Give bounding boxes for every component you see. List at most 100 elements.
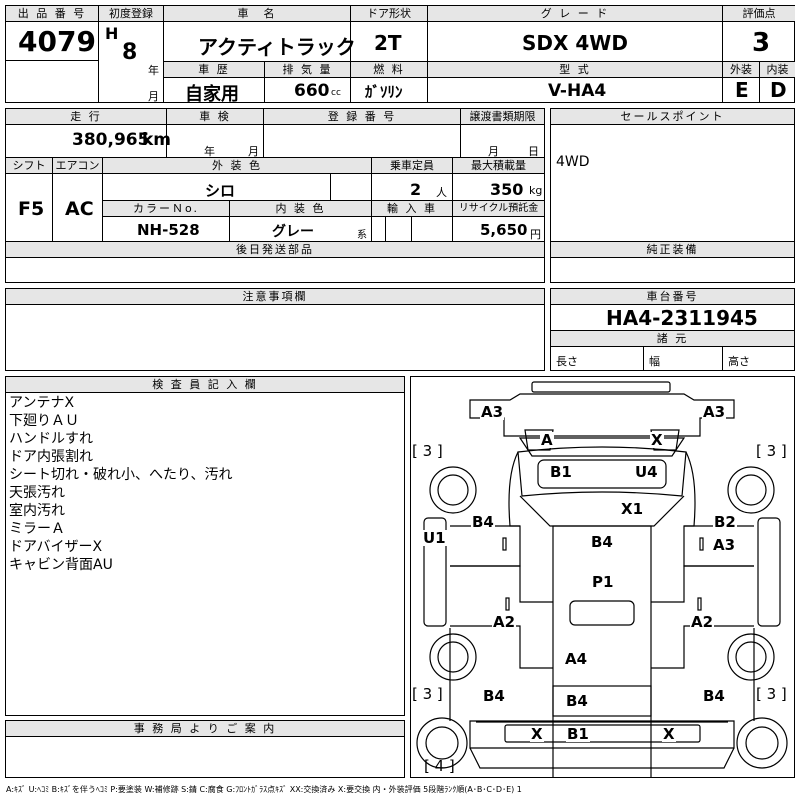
chassis-header: 車台番号 (551, 289, 794, 305)
mileage: 380,965 (72, 130, 150, 150)
import-header: 輸 入 車 (372, 201, 452, 217)
int-color: グレー (272, 224, 314, 240)
load-header: 最大積載量 (453, 158, 544, 174)
damage-marker: B1 (549, 463, 573, 481)
tire-tread: [ 3 ] (412, 442, 443, 460)
length-label: 長さ (556, 355, 578, 368)
inspector-remarks: アンテナX 下廻りＡＵ ハンドルすれ ドア内張割れ シート切れ・破れ小、へたり、… (9, 394, 232, 574)
name-header: 車 名 (164, 6, 350, 22)
damage-marker: A4 (564, 650, 589, 668)
reg-year: 8 (122, 40, 138, 65)
max-load: 350 (490, 180, 524, 199)
load-unit: kg (529, 184, 543, 197)
regno-header: 登 録 番 号 (264, 109, 460, 125)
legend: A:ｷｽﾞ U:ﾍｺﾐ B:ｷｽﾞを伴うﾍｺﾐ P:要塗装 W:補修跡 S:錆 … (6, 785, 522, 794)
inspector-box (5, 376, 405, 716)
header-block (5, 5, 795, 103)
int-color-header: 内 装 色 (230, 201, 371, 217)
first-reg-header: 初度登録 (99, 6, 163, 22)
model-header: 型 式 (428, 62, 722, 78)
recycle-fee: 5,650 (480, 221, 528, 239)
ac-header: エアコン (53, 158, 102, 174)
damage-marker: B1 (566, 725, 590, 743)
score-header: 評価点 (723, 6, 795, 22)
remark-line: ミラーＡ (9, 521, 65, 537)
inspector-header: 検 査 員 記 入 欄 (6, 377, 404, 393)
inspection-header: 車 検 (167, 109, 263, 125)
year-unit: 年 (148, 64, 159, 77)
sales-header: セールスポイント (551, 109, 794, 125)
remark-line: シート切れ・破れ小、へたり、汚れ (9, 467, 233, 483)
month-unit: 月 (148, 90, 159, 103)
caution-box (5, 288, 545, 371)
lot-no: 4079 (18, 25, 96, 58)
history-header: 車 歴 (164, 62, 264, 78)
cc-header: 排 気 量 (265, 62, 350, 78)
displacement: 660 (294, 81, 330, 101)
car-diagram-box (410, 376, 795, 778)
grade: SDX 4WD (522, 31, 628, 55)
mileage-unit: km (142, 130, 172, 150)
damage-marker: X (662, 725, 676, 743)
office-box (5, 720, 405, 778)
era: H (105, 24, 119, 43)
remark-line: 天張汚れ (9, 485, 65, 501)
int-color-unit: 系 (357, 230, 367, 241)
tire-tread: [ 3 ] (756, 685, 787, 703)
damage-marker: A3 (702, 403, 727, 421)
score: 3 (752, 28, 771, 58)
width-label: 幅 (649, 355, 660, 368)
recycle-header: リサイクル預託金 (453, 201, 544, 217)
sales-point-box (550, 108, 795, 283)
damage-marker: U4 (634, 463, 659, 481)
remark-line: ハンドルすれ (9, 431, 93, 447)
damage-marker: A3 (480, 403, 505, 421)
office-header: 事 務 局 よ り ご 案 内 (6, 721, 404, 737)
capacity-header: 乗車定員 (372, 158, 452, 174)
int-rating: D (770, 78, 787, 102)
later-parts-header: 後日発送部品 (6, 242, 544, 258)
ext-rating: E (735, 78, 749, 102)
chassis-box (550, 288, 795, 371)
ext-header: 外装 (723, 62, 759, 78)
recycle-unit: 円 (530, 228, 541, 241)
damage-marker: B4 (471, 513, 495, 531)
damage-marker: B4 (702, 687, 726, 705)
damage-marker: B4 (590, 533, 614, 551)
damage-marker: A2 (492, 613, 517, 631)
history: 自家用 (185, 84, 239, 105)
fuel: ｶﾞｿﾘﾝ (365, 83, 403, 101)
damage-marker: U1 (422, 529, 447, 547)
grade-header: グ レ ー ド (428, 6, 722, 22)
color: シロ (205, 182, 236, 200)
remark-line: ドア内張割れ (9, 449, 93, 465)
shift-header: シフト (6, 158, 52, 174)
remark-line: アンテナX (9, 395, 75, 411)
damage-marker: B4 (482, 687, 506, 705)
inspection-month-unit: 月 (248, 145, 259, 158)
dims-header: 諸 元 (551, 330, 794, 347)
tire-tread: [ 3 ] (412, 685, 443, 703)
damage-marker: A2 (690, 613, 715, 631)
inspection-year-unit: 年 (204, 145, 215, 158)
int-header: 内装 (760, 62, 795, 78)
caution-header: 注意事項欄 (6, 289, 544, 305)
tire-tread: [ 3 ] (756, 442, 787, 460)
remark-line: 下廻りＡＵ (9, 413, 79, 429)
transfer-day-unit: 日 (528, 145, 539, 158)
capacity: 2 (410, 180, 422, 199)
damage-marker: P1 (591, 573, 615, 591)
model-code: V-HA4 (548, 81, 607, 101)
equipment-header: 純正装備 (551, 242, 794, 258)
remark-line: 室内汚れ (9, 503, 65, 519)
cc-unit: cc (331, 88, 341, 98)
color-no: NH-528 (137, 221, 200, 239)
damage-marker: B2 (713, 513, 737, 531)
mileage-header: 走 行 (6, 109, 166, 125)
damage-marker: B4 (565, 692, 589, 710)
damage-marker: X1 (620, 500, 645, 518)
sales-point: 4WD (556, 154, 590, 170)
fuel-header: 燃 料 (351, 62, 427, 78)
transfer-header: 譲渡書類期限 (461, 109, 544, 125)
transfer-month-unit: 月 (488, 145, 499, 158)
